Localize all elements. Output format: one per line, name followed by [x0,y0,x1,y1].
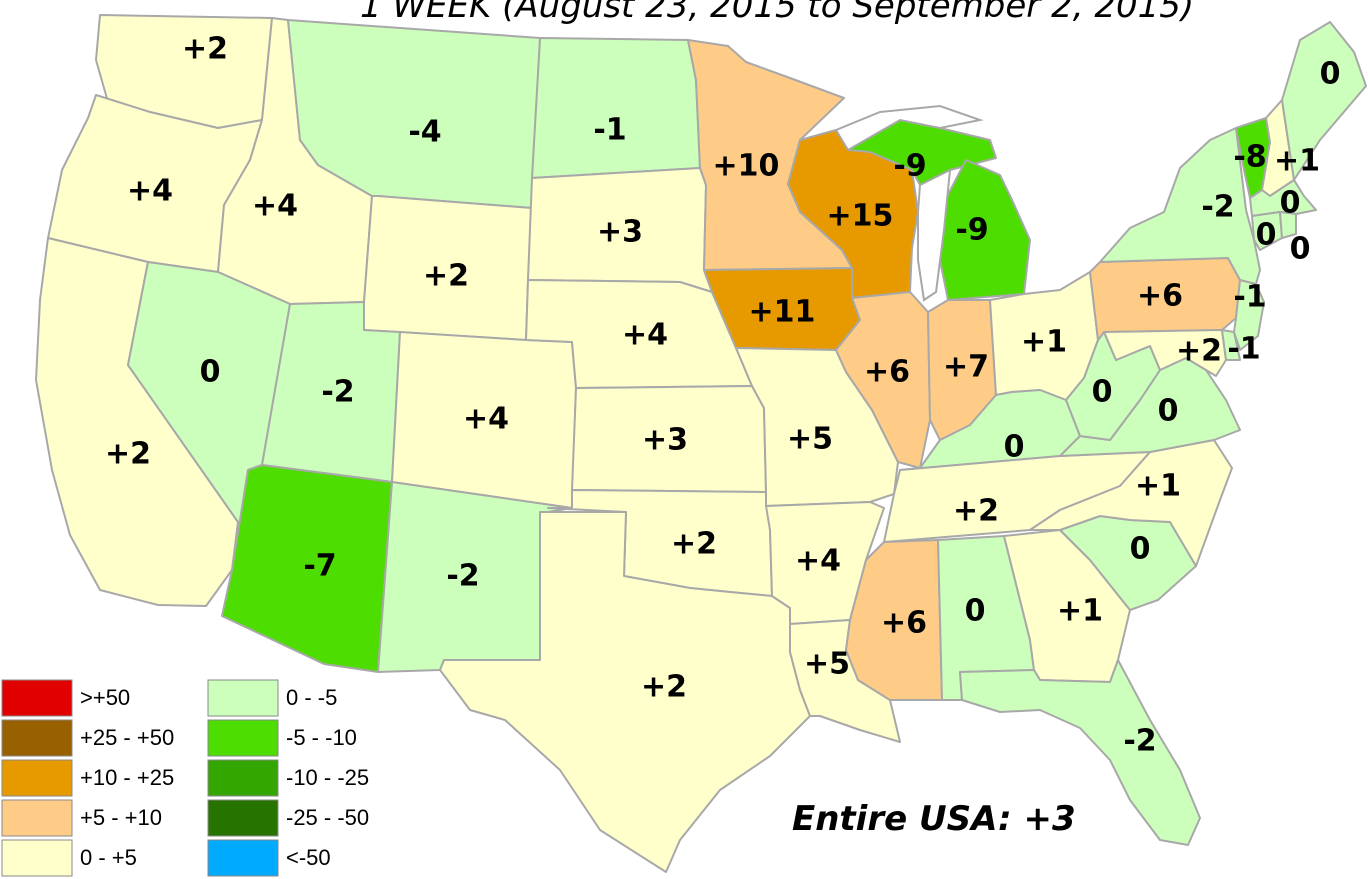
state-nc [1029,439,1233,567]
state-value-co: +4 [463,402,509,437]
state-value-ks: +3 [642,423,688,458]
legend-label: +25 - +50 [80,725,174,750]
legend-label: +10 - +25 [80,765,174,790]
legend-swatch [207,719,279,757]
legend-label: -25 - -50 [286,805,369,830]
state-il [835,291,931,469]
state-value-nv: 0 [200,355,221,390]
state-value-md: +2 [1176,334,1222,369]
state-de [1221,329,1241,361]
state-value-ms: +6 [881,606,927,641]
legend-label: <-50 [286,845,331,870]
state-mi [939,159,1031,301]
state-value-nc: +1 [1135,469,1181,504]
state-value-mn: +10 [713,149,780,184]
legend-label: 0 - +5 [80,845,137,870]
state-value-va: 0 [1158,394,1179,429]
state-value-ky: 0 [1004,430,1025,465]
state-value-ga: +1 [1057,594,1103,629]
legend-swatch [1,799,73,837]
state-value-mt: -4 [408,115,441,150]
state-value-ct: 0 [1256,218,1277,253]
state-value-ia: +11 [749,295,816,330]
legend-swatch [207,679,279,717]
state-value-tn: +2 [953,494,999,529]
state-nj [1233,279,1265,351]
state-value-la: +5 [804,647,850,682]
state-ny [1099,127,1261,285]
state-value-nh: +1 [1274,144,1320,179]
legend: >+50 +25 - +50 +10 - +25 +5 - +10 0 - +5 0 - … [1,679,369,877]
state-value-ne: +4 [622,318,668,353]
legend-swatch [207,759,279,797]
state-value-sd: +3 [597,215,643,250]
legend-swatch [1,679,73,717]
legend-swatch [1,759,73,797]
state-value-or: +4 [127,174,173,209]
legend-label: -5 - -10 [286,725,357,750]
state-value-sc: 0 [1130,532,1151,567]
state-value-vt: -8 [1233,140,1266,175]
state-value-ok: +2 [671,527,717,562]
state-nd [531,37,701,179]
state-value-tx: +2 [641,670,687,705]
state-value-ma: 0 [1280,186,1301,221]
state-value-mo: +5 [787,422,833,457]
legend-label: -10 - -25 [286,765,369,790]
legend-label: 0 - -5 [286,685,337,710]
state-value-al: 0 [965,594,986,629]
state-value-fl: -2 [1123,724,1156,759]
map-title: 1 WEEK (August 23, 2015 to September 2, … [360,0,1194,26]
state-value-az: -7 [303,549,336,584]
lake-michigan [917,168,952,302]
legend-label: >+50 [80,685,130,710]
state-value-wa: +2 [182,32,228,67]
state-me [1281,21,1367,181]
state-value-pa: +6 [1137,279,1183,314]
state-value-in: +7 [943,350,989,385]
state-fl [959,659,1201,846]
state-value-oh: +1 [1021,325,1067,360]
legend-swatch [1,839,73,877]
state-value-wv: 0 [1092,375,1113,410]
state-value-ri: 0 [1290,232,1311,267]
legend-swatch [207,839,279,877]
state-value-id: +4 [252,189,298,224]
state-value-mi-up: -9 [893,149,926,184]
state-value-de: -1 [1227,332,1260,367]
state-value-il: +6 [864,355,910,390]
state-value-wy: +2 [423,259,469,294]
state-value-mi: -9 [955,213,988,248]
state-value-nm: -2 [446,559,479,594]
state-value-ny: -2 [1201,190,1234,225]
legend-swatch [207,799,279,837]
legend-label: +5 - +10 [80,805,162,830]
state-value-nj: -1 [1233,280,1266,315]
state-tx [439,511,811,873]
state-ct [1251,211,1283,251]
state-value-me: 0 [1320,57,1341,92]
lake-superior [834,104,984,152]
state-value-nd: -1 [593,113,626,148]
state-value-wi: +15 [827,199,894,234]
state-value-ar: +4 [795,544,841,579]
entire-usa-total: Entire USA: +3 [792,799,1076,839]
state-ri [1279,211,1297,239]
state-value-ca: +2 [105,437,151,472]
legend-swatch [1,719,73,757]
state-value-ut: -2 [321,375,354,410]
